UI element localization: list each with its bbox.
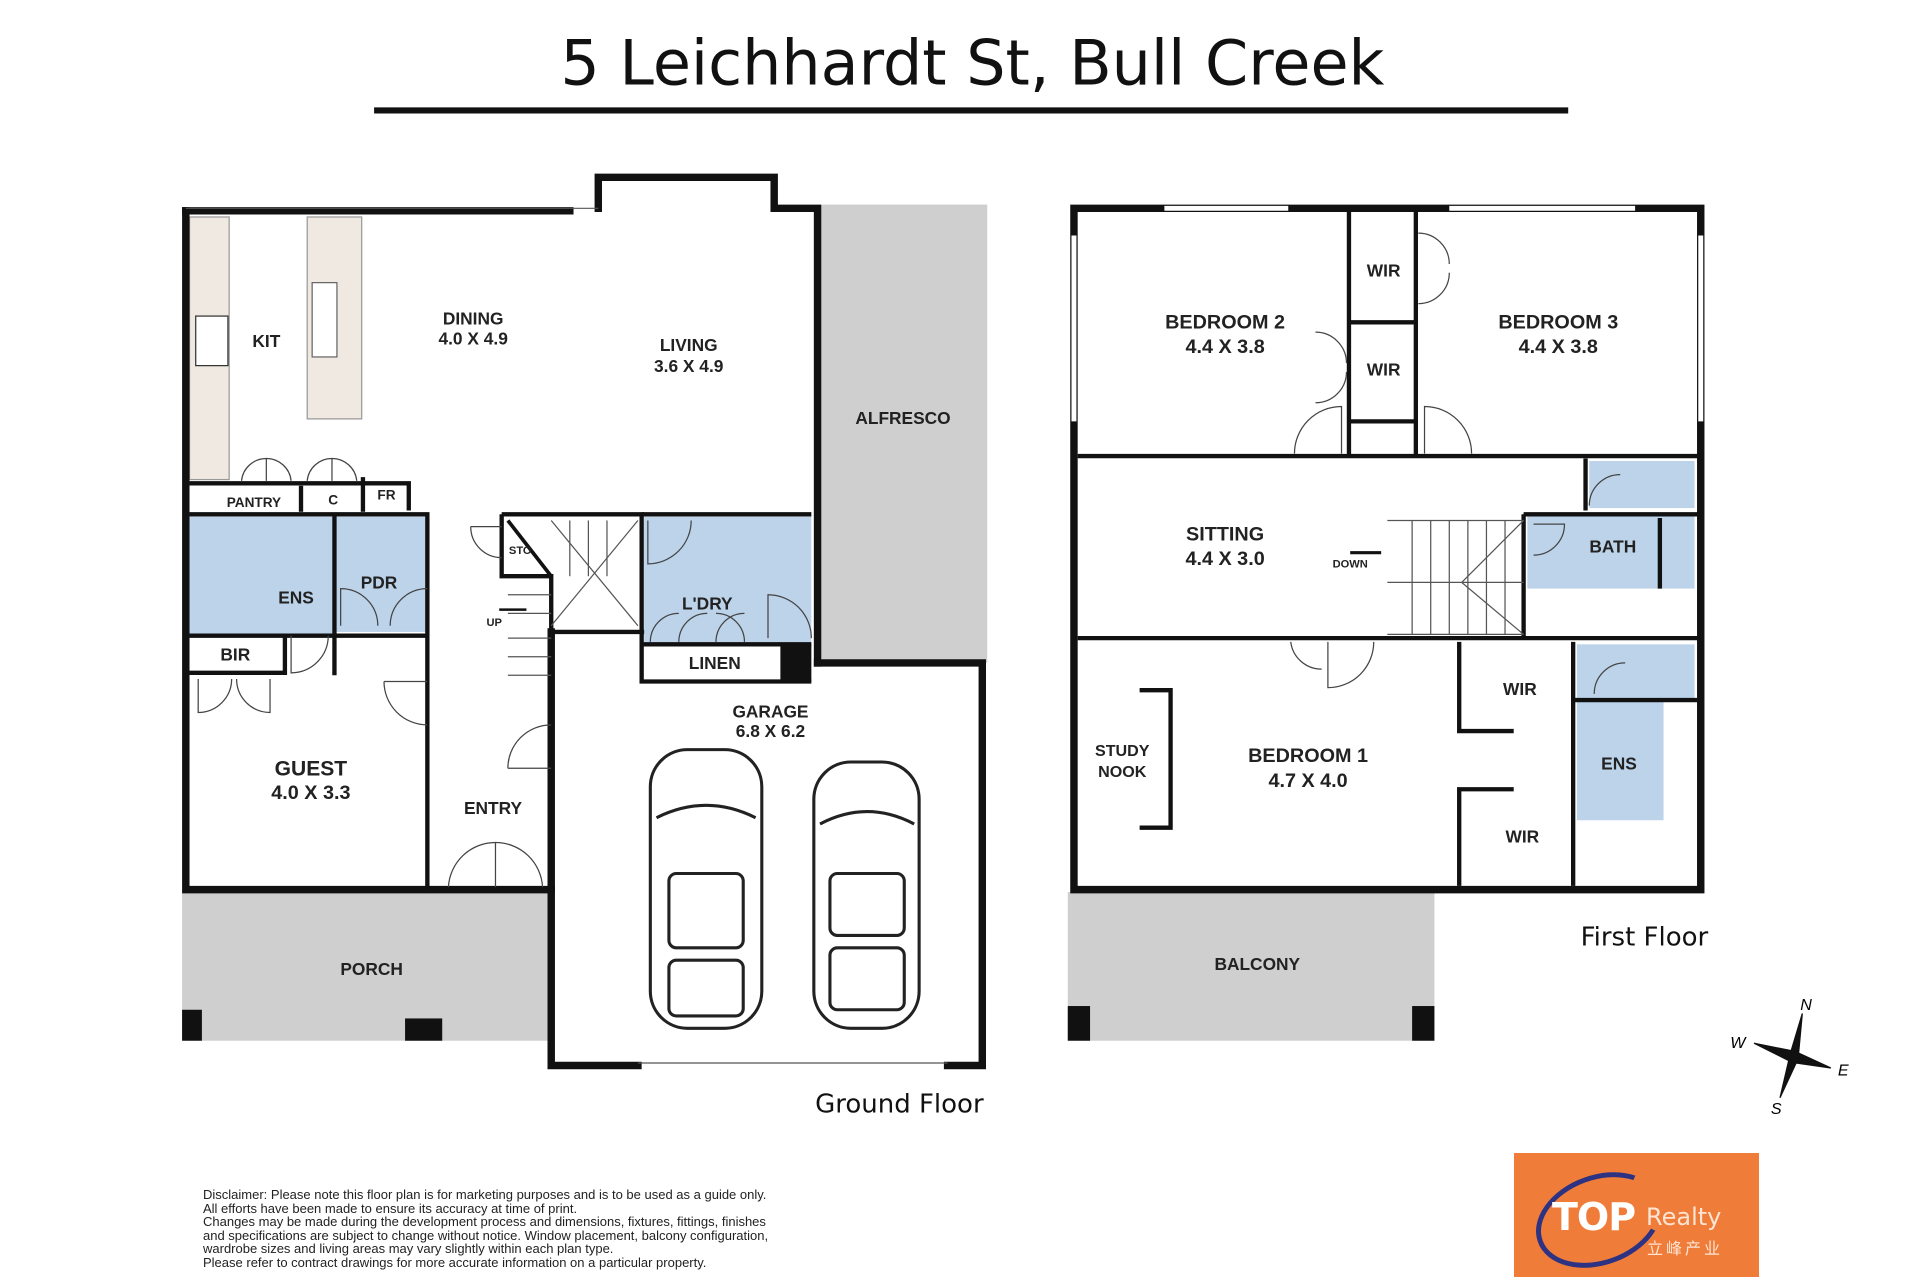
cooktop-icon bbox=[195, 315, 229, 367]
compass-n: N bbox=[1800, 996, 1812, 1014]
room-label-balcony: BALCONY bbox=[1214, 954, 1300, 974]
ens-area-first bbox=[1576, 700, 1664, 821]
study-nook-desk bbox=[1139, 688, 1173, 830]
wall bbox=[1457, 641, 1514, 734]
wall bbox=[594, 173, 822, 667]
room-size-bedroom-1: 4.7 X 4.0 bbox=[1268, 770, 1347, 792]
room-label-c: C bbox=[328, 492, 338, 507]
room-label-sto: STO bbox=[509, 545, 532, 557]
first-floor: BEDROOM 2 4.4 X 3.8 WIR WIR BEDROOM 3 4.… bbox=[1067, 204, 1709, 1041]
room-label-study: STUDY bbox=[1095, 742, 1150, 760]
pillar bbox=[1412, 1006, 1435, 1041]
logo-brand: TOP bbox=[1552, 1195, 1636, 1239]
disclaimer-line: Disclaimer: Please note this floor plan … bbox=[203, 1187, 767, 1202]
room-label-garage: GARAGE bbox=[732, 701, 808, 721]
room-label-ens: ENS bbox=[278, 587, 314, 607]
room-label-pantry: PANTRY bbox=[227, 495, 281, 510]
disclaimer: Disclaimer: Please note this floor plan … bbox=[203, 1188, 768, 1269]
compass-icon: N E S W bbox=[1730, 996, 1849, 1118]
disclaimer-line: and specifications are subject to change… bbox=[203, 1227, 769, 1243]
room-size-sitting: 4.4 X 3.0 bbox=[1185, 548, 1264, 570]
pdr-area bbox=[334, 516, 428, 632]
room-size-bedroom-3: 4.4 X 3.8 bbox=[1519, 336, 1598, 358]
doors bbox=[197, 457, 812, 888]
room-label-porch: PORCH bbox=[340, 959, 403, 979]
room-size-garage: 6.8 X 6.2 bbox=[736, 721, 805, 741]
room-label-entry: ENTRY bbox=[464, 798, 523, 818]
wall bbox=[189, 635, 288, 675]
room-label-sitting: SITTING bbox=[1186, 523, 1264, 545]
room-label-wir: WIR bbox=[1506, 827, 1540, 847]
room-label-alfresco: ALFRESCO bbox=[855, 408, 950, 428]
porch-area bbox=[182, 892, 549, 1041]
compass-w: W bbox=[1730, 1034, 1747, 1052]
room-label-living: LIVING bbox=[660, 335, 718, 355]
page-title: 5 Leichhardt St, Bull Creek bbox=[560, 27, 1384, 99]
sink-icon bbox=[311, 282, 338, 358]
car-icon bbox=[648, 748, 921, 1030]
wall bbox=[501, 512, 812, 684]
wc-area bbox=[1589, 461, 1695, 509]
logo-realty: Realty bbox=[1646, 1203, 1722, 1231]
doors bbox=[1290, 232, 1626, 694]
room-size-guest: 4.0 X 3.3 bbox=[271, 782, 350, 804]
room-size-bedroom-2: 4.4 X 3.8 bbox=[1185, 336, 1264, 358]
wall bbox=[1457, 787, 1514, 886]
wall bbox=[547, 628, 642, 1070]
alfresco-area bbox=[820, 204, 988, 663]
room-label-bir: BIR bbox=[220, 644, 250, 664]
ens-area bbox=[189, 516, 334, 635]
room-label-guest: GUEST bbox=[275, 758, 348, 781]
room-size-dining: 4.0 X 4.9 bbox=[438, 329, 507, 349]
compass-s: S bbox=[1771, 1100, 1782, 1118]
pillar bbox=[405, 1018, 443, 1041]
wall bbox=[189, 481, 411, 511]
pillar bbox=[1067, 1006, 1091, 1041]
room-label-fr: FR bbox=[377, 487, 395, 502]
stairs bbox=[506, 519, 639, 676]
room-label-laundry: L'DRY bbox=[682, 594, 733, 614]
disclaimer-line: wardrobe sizes and living areas may vary… bbox=[203, 1241, 614, 1256]
room-label-kit: KIT bbox=[252, 331, 280, 351]
disclaimer-line: All efforts have been made to ensure its… bbox=[203, 1200, 578, 1216]
ground-floor: KIT DINING 4.0 X 4.9 LIVING 3.6 X 4.9 AL… bbox=[182, 173, 988, 1120]
room-label-ens: ENS bbox=[1601, 753, 1637, 773]
wall bbox=[813, 659, 987, 1070]
disclaimer-line: Please refer to contract drawings for mo… bbox=[203, 1254, 707, 1270]
room-label-linen: LINEN bbox=[689, 653, 741, 673]
room-label-bedroom-3: BEDROOM 3 bbox=[1498, 311, 1618, 333]
room-label-bath: BATH bbox=[1589, 537, 1636, 557]
bath-area bbox=[1527, 514, 1695, 589]
top-realty-logo: TOP Realty 立峰产业 bbox=[1514, 1153, 1759, 1277]
room-label-nook: NOOK bbox=[1098, 763, 1147, 781]
disclaimer-line: Changes may be made during the developme… bbox=[203, 1214, 766, 1229]
wc2-area bbox=[1576, 644, 1695, 701]
wall bbox=[499, 514, 645, 635]
stairs bbox=[1387, 519, 1525, 636]
first-floor-label: First Floor bbox=[1581, 922, 1709, 952]
room-label-dining: DINING bbox=[443, 309, 504, 329]
room-label-bedroom-1: BEDROOM 1 bbox=[1248, 745, 1368, 767]
wall bbox=[189, 512, 430, 890]
room-label-wir: WIR bbox=[1503, 679, 1537, 699]
ground-floor-label: Ground Floor bbox=[815, 1090, 984, 1120]
stair-label-up: UP bbox=[487, 617, 503, 629]
balcony-area bbox=[1067, 892, 1435, 1041]
compass-e: E bbox=[1838, 1061, 1849, 1079]
room-label-wir: WIR bbox=[1367, 260, 1401, 280]
room-label-pdr: PDR bbox=[361, 573, 398, 593]
pillar bbox=[182, 1009, 202, 1041]
stair-label-down: DOWN bbox=[1333, 559, 1368, 571]
room-label-wir: WIR bbox=[1367, 360, 1401, 380]
laundry-area bbox=[644, 516, 812, 645]
room-size-living: 3.6 X 4.9 bbox=[654, 356, 723, 376]
room-label-bedroom-2: BEDROOM 2 bbox=[1165, 311, 1285, 333]
hws bbox=[780, 644, 812, 682]
logo-chinese: 立峰产业 bbox=[1647, 1241, 1724, 1258]
